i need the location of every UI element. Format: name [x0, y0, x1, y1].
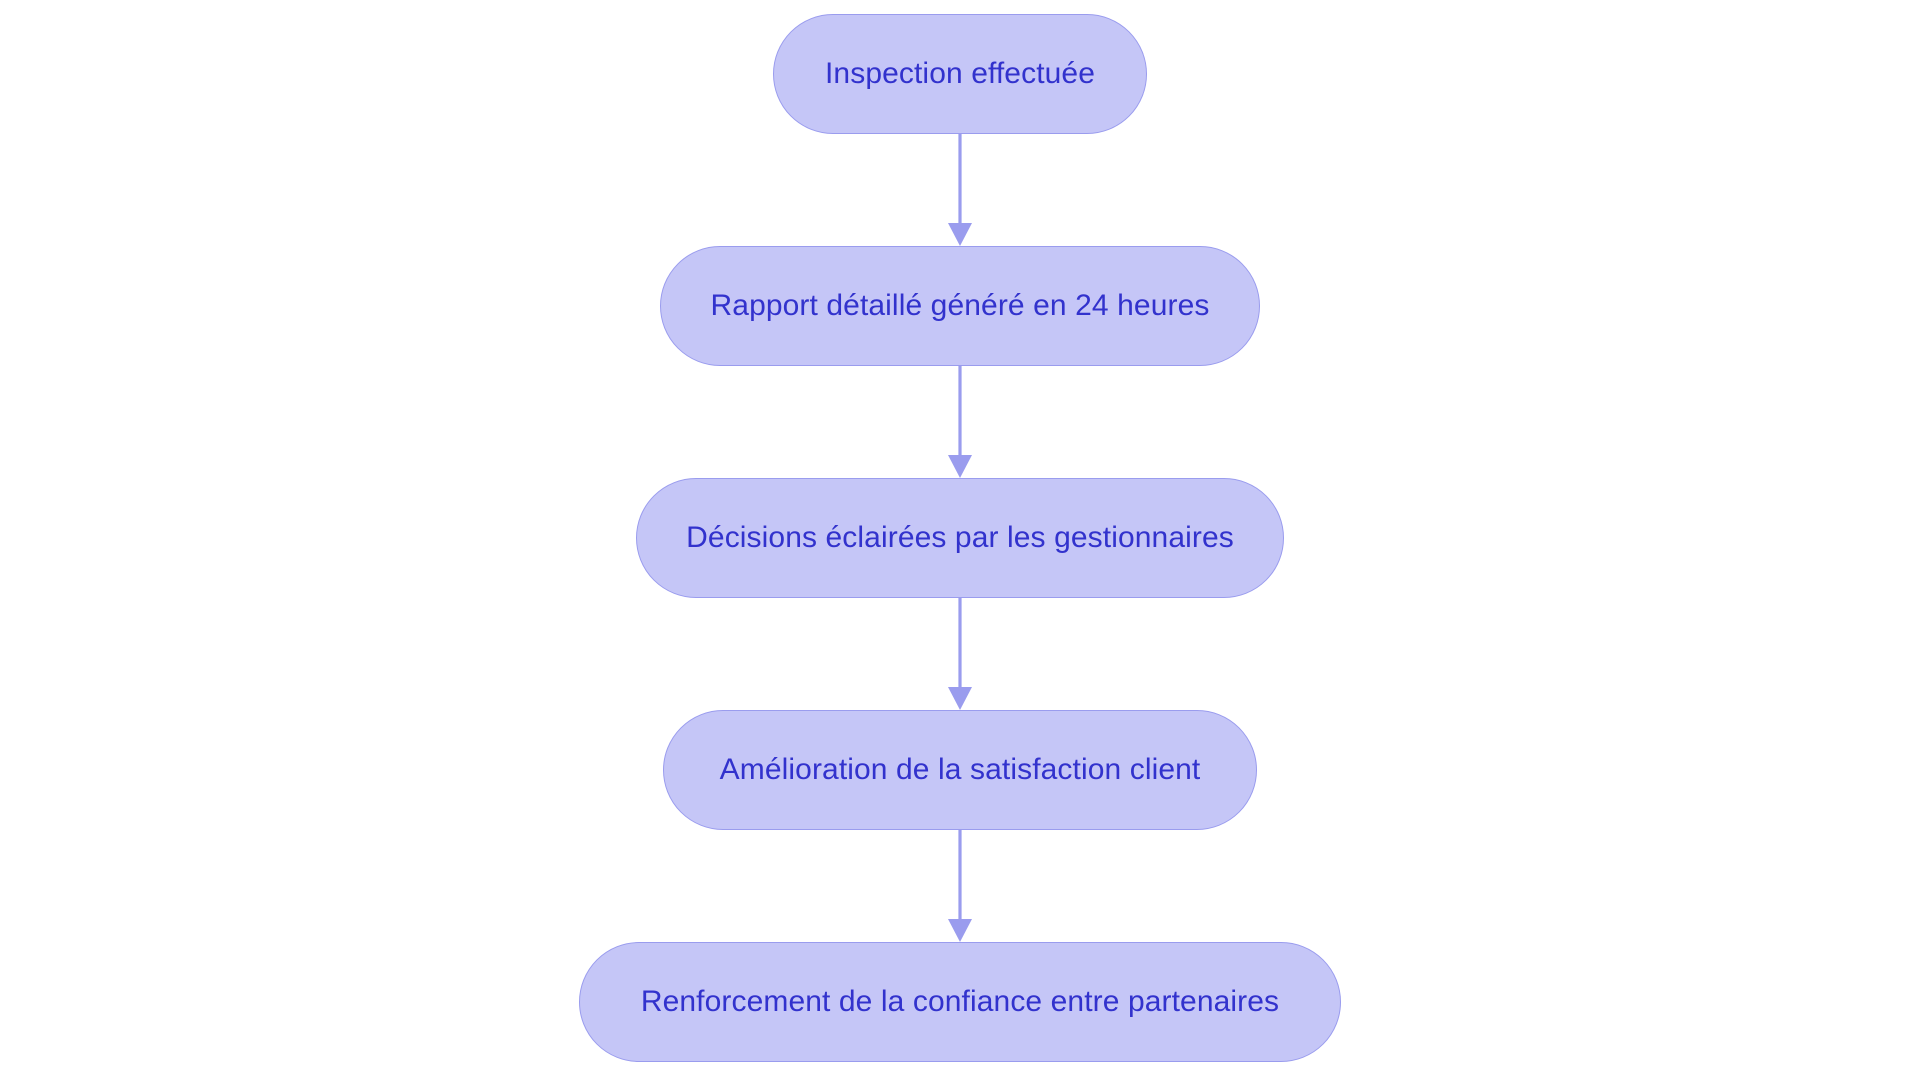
flow-node-amelioration-satisfaction[interactable]: Amélioration de la satisfaction client [663, 710, 1257, 830]
flow-edge-n4-n5 [940, 830, 980, 942]
flow-node-label: Décisions éclairées par les gestionnaire… [686, 521, 1234, 554]
arrowhead-down-icon [948, 223, 972, 246]
flow-edge-n3-n4 [940, 598, 980, 710]
flow-node-renforcement-confiance[interactable]: Renforcement de la confiance entre parte… [579, 942, 1341, 1062]
flow-node-label: Inspection effectuée [825, 57, 1095, 90]
flow-node-inspection-effectuee[interactable]: Inspection effectuée [773, 14, 1147, 134]
flow-node-label: Rapport détaillé généré en 24 heures [710, 289, 1210, 322]
flow-node-decisions-eclairees[interactable]: Décisions éclairées par les gestionnaire… [636, 478, 1284, 598]
arrowhead-down-icon [948, 455, 972, 478]
arrowhead-down-icon [948, 919, 972, 942]
flow-node-label: Amélioration de la satisfaction client [719, 753, 1201, 786]
arrowhead-down-icon [948, 687, 972, 710]
flow-node-rapport-detaille[interactable]: Rapport détaillé généré en 24 heures [660, 246, 1260, 366]
flow-edge-n2-n3 [940, 366, 980, 478]
flow-node-label: Renforcement de la confiance entre parte… [640, 985, 1280, 1018]
flow-edge-n1-n2 [940, 134, 980, 246]
